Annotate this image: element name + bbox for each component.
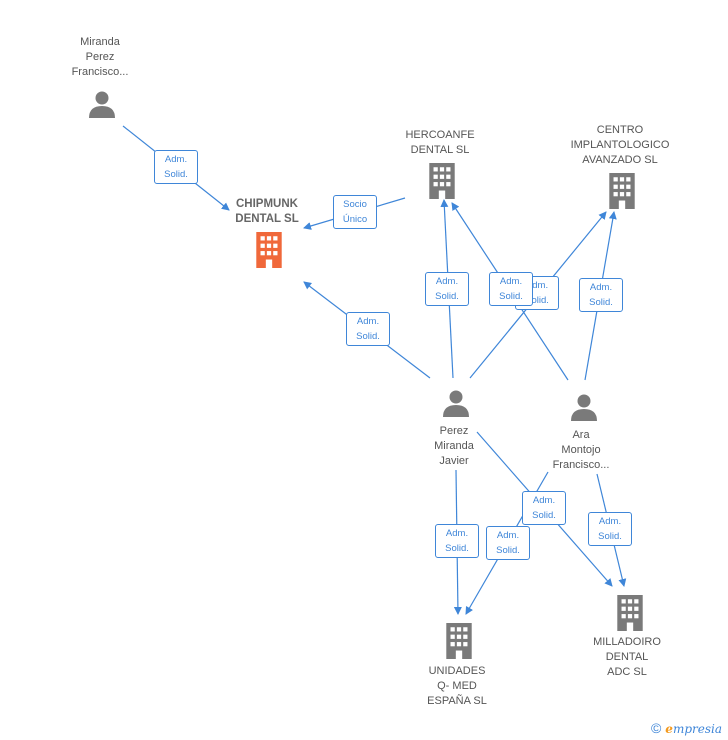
building-icon[interactable] <box>256 232 282 268</box>
edge-label: Adm. Solid. <box>486 526 530 560</box>
person-icon[interactable] <box>441 388 471 418</box>
edge-label: Adm. Solid. <box>425 272 469 306</box>
node-label-milladoiro[interactable]: MILLADOIRO DENTAL ADC SL <box>593 636 661 678</box>
building-icon[interactable] <box>446 623 472 659</box>
edge-label: Adm. Solid. <box>154 150 198 184</box>
node-label-ara[interactable]: Ara Montojo Francisco... <box>552 429 610 471</box>
copyright-symbol: © <box>650 720 662 736</box>
building-icon[interactable] <box>617 595 643 631</box>
edge-label: Adm. Solid. <box>522 491 566 525</box>
building-icon[interactable] <box>609 173 635 209</box>
footer-brand[interactable]: ©empresia <box>651 720 722 736</box>
edge-label: Adm. Solid. <box>579 278 623 312</box>
brand-logo: empresia <box>665 722 722 736</box>
edge-label: Adm. Solid. <box>346 312 390 346</box>
node-label-perez[interactable]: Perez Miranda Javier <box>434 425 474 467</box>
edge-label: Adm. Solid. <box>489 272 533 306</box>
building-icon[interactable] <box>429 163 455 199</box>
person-icon[interactable] <box>569 392 599 422</box>
edge-label: Socio Único <box>333 195 377 229</box>
edge-label: Adm. Solid. <box>588 512 632 546</box>
edge-label: Adm. Solid. <box>435 524 479 558</box>
node-label-unidades[interactable]: UNIDADES Q- MED ESPAÑA SL <box>427 665 487 707</box>
node-label-miranda[interactable]: Miranda Perez Francisco... <box>71 36 129 78</box>
node-label-centro[interactable]: CENTRO IMPLANTOLOGICO AVANZADO SL <box>570 124 670 166</box>
node-label-chipmunk[interactable]: CHIPMUNK DENTAL SL <box>235 198 299 225</box>
person-icon[interactable] <box>87 89 117 119</box>
node-label-hercoanfe[interactable]: HERCOANFE DENTAL SL <box>405 129 475 156</box>
